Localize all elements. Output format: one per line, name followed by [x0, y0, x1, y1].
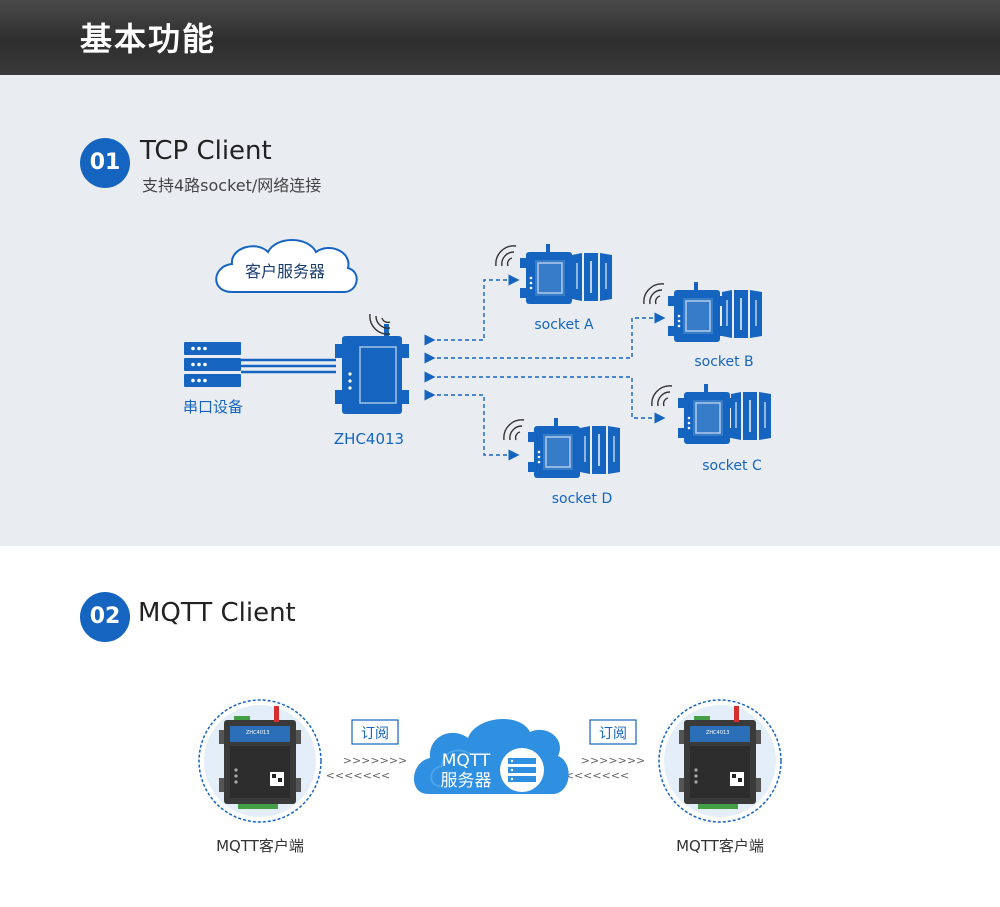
socket-a-label: socket A — [534, 317, 594, 333]
serial-device-label: 串口设备 — [183, 398, 243, 416]
section-subtitle: 支持4路socket/网络连接 — [142, 176, 322, 195]
banner-title: 基本功能 — [80, 20, 217, 58]
section-number-badge: 02 — [80, 592, 130, 642]
socket-c-icon — [651, 383, 772, 445]
socket-c-label: socket C — [702, 458, 762, 474]
subscribe-tag-left — [351, 719, 399, 745]
client-server-cloud — [215, 239, 358, 293]
mqtt-client-right — [658, 699, 782, 823]
device-label: ZHC4013 — [334, 430, 404, 448]
cloud-label: 客户服务器 — [245, 262, 325, 281]
socket-a-icon — [495, 243, 613, 305]
socket-b-icon — [643, 281, 763, 343]
serial-device-icon — [184, 342, 241, 387]
socket-d-label: socket D — [552, 491, 613, 507]
mqtt-client-left-label: MQTT客户端 — [216, 837, 304, 855]
device-brand-text: ZHC4013 — [706, 730, 729, 736]
socket-d-icon — [503, 417, 621, 479]
header-banner: 基本功能 — [0, 0, 1000, 75]
section-title: TCP Client — [140, 136, 272, 166]
arrows-left-left: <<<<<<< — [326, 769, 391, 782]
arrows-right-left: >>>>>>> — [343, 754, 408, 767]
arrows-right-right: >>>>>>> — [581, 754, 646, 767]
section-title: MQTT Client — [138, 598, 296, 628]
subscribe-label-left: 订阅 — [361, 726, 389, 742]
mqtt-client-right-label: MQTT客户端 — [676, 837, 764, 855]
arrows-left-right: <<<<<<< — [565, 769, 630, 782]
socket-connections — [424, 274, 666, 461]
zhc4013-device-icon — [335, 324, 409, 414]
device-brand-text: ZHC4013 — [246, 730, 269, 736]
section-number-badge: 01 — [80, 138, 130, 188]
subscribe-label-right: 订阅 — [599, 726, 627, 742]
server-icon — [500, 748, 544, 792]
mqtt-client-left — [198, 699, 322, 823]
cloud-line1: MQTT — [442, 751, 491, 771]
subscribe-tag-right — [589, 719, 637, 745]
socket-b-label: socket B — [694, 354, 753, 370]
cloud-line2: 服务器 — [441, 771, 492, 791]
serial-cable — [241, 358, 336, 374]
